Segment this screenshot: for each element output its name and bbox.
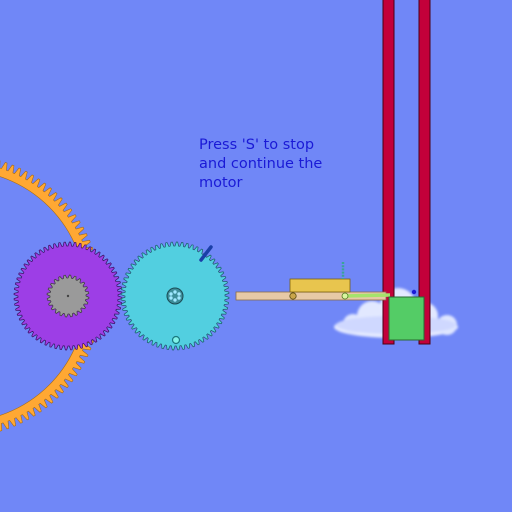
cylinder-wall-right xyxy=(418,0,431,345)
instruction-line-3: motor xyxy=(199,175,243,191)
crank-pin-icon xyxy=(171,335,181,345)
grey-hub-center-icon xyxy=(66,294,70,298)
instruction-line-1: Press 'S' to stop xyxy=(199,137,315,153)
slider-pivot-icon xyxy=(289,292,297,300)
connecting-rod-icon xyxy=(343,293,391,298)
grey-hub-gear-icon xyxy=(46,274,90,318)
instruction-line-2: and continue the xyxy=(199,156,323,172)
large-ring-gear-icon xyxy=(0,160,102,432)
cyan-gear-marker-icon xyxy=(199,245,213,262)
cyan-gear-hub-icon xyxy=(166,287,184,305)
slider-block-icon xyxy=(289,278,351,293)
rod-joint-icon xyxy=(341,292,349,300)
instruction-text: Press 'S' to stop and continue the motor xyxy=(199,136,359,193)
piston-pin-icon xyxy=(411,289,417,295)
piston-icon xyxy=(388,296,425,341)
cylinder-wall-left xyxy=(382,0,395,345)
